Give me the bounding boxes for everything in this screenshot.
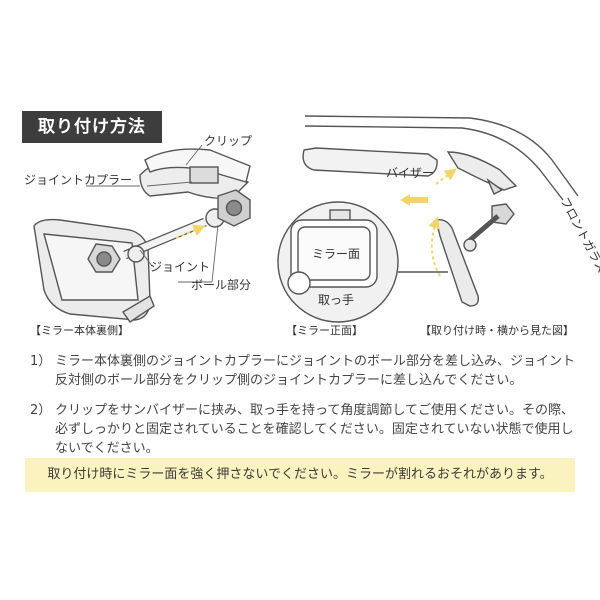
caption-front-view: 【ミラー正面】 [286,324,363,337]
label-joint-coupler: ジョイントカプラー [24,173,132,187]
side-view-illustration [302,115,579,307]
label-clip: クリップ [204,134,252,148]
label-ball-part: ボール部分 [191,277,251,292]
section-title: 取り付け方法 [22,111,162,143]
warning-note: 取り付け時にミラー面を強く押さないでください。ミラーが割れるおそれがあります。 [25,458,575,492]
label-joint: ジョイント [150,260,210,274]
attach-arrow-icon [400,194,428,206]
step-2-text: クリップをサンバイザーに挟み、取っ手を持って角度調節してご使用ください。その際、… [55,403,574,456]
label-front-glass: フロントガラス [557,195,600,276]
insert-arrow [175,224,206,239]
step-1: 1） ミラー本体裏側のジョイントカプラーにジョイントのボール部分を差し込み、ジョ… [30,352,575,390]
mirror-front-illustration [277,201,399,323]
step-1-number: 1） [30,354,52,369]
label-handle: 取っ手 [318,293,354,307]
label-visor: バイザー [386,166,434,180]
clip-arrow [435,168,457,185]
caption-side-view: 【取り付け時・横から見た図】 [420,323,574,337]
step-2-number: 2） [30,403,52,418]
angle-arrow [428,216,441,277]
label-mirror-surface: ミラー面 [312,247,360,261]
step-2: 2） クリップをサンバイザーに挟み、取っ手を持って角度調節してご使用ください。そ… [30,401,575,458]
mirror-back-illustration [33,148,251,323]
caption-back-view: 【ミラー本体裏側】 [30,323,129,337]
step-1-text: ミラー本体裏側のジョイントカプラーにジョイントのボール部分を差し込み、ジョイント… [55,354,576,388]
